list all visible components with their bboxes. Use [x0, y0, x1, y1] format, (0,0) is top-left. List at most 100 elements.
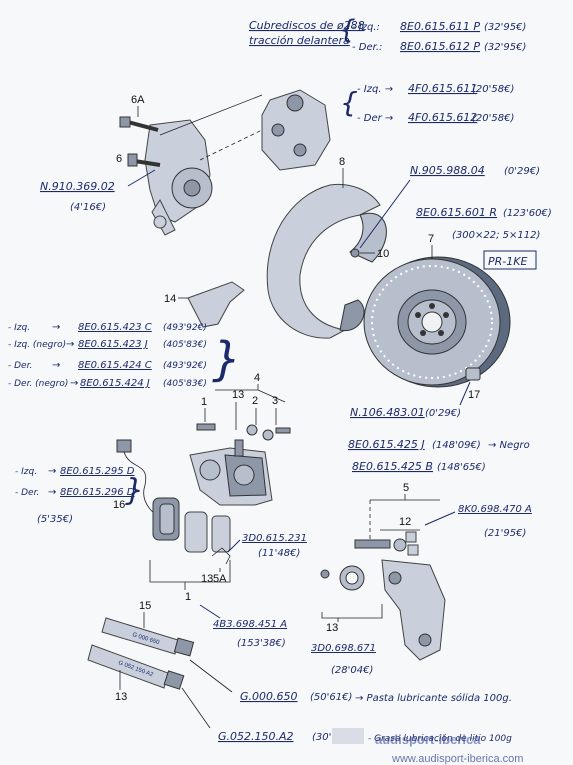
pad-price-3: (493'92€): [163, 361, 207, 371]
bracket-price: (28'04€): [331, 665, 373, 676]
sensor-price: (5'35€): [37, 514, 73, 525]
callout-13b: 13: [326, 622, 338, 634]
screw-price: (0'29€): [504, 166, 540, 177]
callout-12: 12: [399, 516, 411, 528]
pad-ref-1: 8E0.615.423 C: [78, 322, 152, 333]
pad-ref-2: 8E0.615.423 J: [78, 339, 148, 350]
cover-left-ref: 8E0.615.611 P: [400, 20, 480, 33]
brake-pads: [152, 497, 231, 553]
caliper-price-1: (148'09€): [432, 440, 481, 451]
callout-6a: 6A: [131, 94, 145, 106]
cover-left-label: - Izq.:: [352, 22, 380, 33]
arrow: →: [52, 360, 60, 371]
grease-tube-16: G 052 150 A2: [87, 644, 185, 690]
carrier-right-label: - Der →: [357, 113, 393, 124]
caliper-ref-2: 8E0.615.425 B: [352, 460, 433, 473]
callout-9: 16: [113, 499, 125, 511]
arrow: →: [52, 322, 60, 333]
disc-cover-title: Cubrediscos de ø288: [249, 19, 365, 32]
callout-8: 8: [339, 156, 345, 168]
callout-1b: 13: [201, 573, 213, 585]
cover-right-price: (32'95€): [484, 42, 526, 53]
pad-ref-4: 8E0.615.424 J: [80, 378, 150, 389]
caliper-carrier: [261, 89, 331, 171]
sensor-label-left: - Izq.: [15, 467, 37, 477]
bolt-price: (4'16€): [70, 202, 106, 213]
guide-pin-kit: [354, 531, 419, 556]
watermark-url: www.audisport-iberica.com: [391, 753, 523, 765]
disc-price: (123'60€): [503, 208, 552, 219]
callout-14: 14: [164, 293, 176, 305]
cap-price: (0'29€): [425, 408, 461, 419]
disc-ref: 8E0.615.601 R: [416, 206, 497, 219]
grease-price: (30': [312, 732, 331, 743]
callout-6: 6: [116, 153, 122, 165]
caliper-price-2: (148'65€): [437, 462, 486, 473]
disc-cover-note: Cubrediscos de ø288 tracción delantera {…: [249, 15, 526, 53]
callout-5a: 5A: [213, 573, 227, 585]
callout-3: 3: [272, 395, 278, 407]
callout-13: 13: [232, 389, 244, 401]
wear-sensor-9: [116, 439, 157, 516]
screw-10: [350, 248, 360, 258]
sensor-ref-right: 8E0.615.296 D: [60, 487, 135, 498]
pad-ref-label-1: - Izq.: [8, 323, 30, 333]
carrier-left-label: - Izq. →: [357, 84, 393, 95]
paste-note: → Pasta lubricante sólida 100g.: [355, 692, 512, 704]
small-parts-2-3: [246, 424, 291, 441]
sensor-ref-left: 8E0.615.295 D: [60, 466, 135, 477]
pr-code: PR-1KE: [488, 255, 527, 268]
brace: {: [339, 15, 356, 45]
disc-spec: (300×22; 5×112): [452, 230, 540, 241]
paste-ref: G.000.650: [240, 690, 298, 703]
brace-right: }: [212, 332, 241, 386]
callout-10: 10: [377, 248, 389, 260]
pad-ref-label-4: - Der. (negro): [8, 379, 68, 389]
bolt-6: [127, 153, 161, 167]
blur-patch: [332, 728, 364, 744]
callout-5: 5: [403, 482, 409, 494]
pad-ref-label-2: - Izq. (negro): [8, 340, 66, 350]
paste-tube-15: G 000 650: [101, 617, 195, 657]
caliper-refs: 8E0.615.425 J (148'09€) → Negro 8E0.615.…: [348, 438, 530, 473]
guide-pin-1: [196, 423, 216, 431]
guide-price: (21'95€): [484, 528, 526, 539]
cover-left-price: (32'95€): [484, 22, 526, 33]
caliper-bracket: [381, 559, 446, 661]
pad-set-ref: 4B3.698.451 A: [213, 619, 287, 630]
carrier-right-ref: 4F0.615.612: [408, 111, 477, 124]
watermark-brand: audisport-iberica: [375, 732, 481, 747]
cover-right-ref: 8E0.615.612 P: [400, 40, 480, 53]
brake-disc: [363, 256, 511, 388]
callout-4: 4: [254, 372, 260, 384]
carrier-left-price: (20'58€): [472, 84, 514, 95]
pad-set-price: (153'38€): [237, 638, 286, 649]
sensor-label-right: - Der.: [15, 488, 39, 498]
paste-price: (50'61€): [310, 692, 352, 703]
arrow: →: [48, 487, 56, 498]
pad-plate-14: [187, 281, 245, 328]
caliper-ref-1: 8E0.615.425 J: [348, 438, 425, 451]
pad-ref-label-3: - Der.: [8, 361, 32, 371]
callout-11: 1: [185, 591, 191, 603]
callout-16: 13: [115, 691, 127, 703]
bracket-ref: 3D0.698.671: [311, 643, 376, 654]
wheel-hub-knuckle: [144, 119, 213, 236]
pad-ref-3: 8E0.615.424 C: [78, 360, 152, 371]
cap-17: [465, 367, 481, 381]
carrier-note: { - Izq. → 4F0.615.611 (20'58€) - Der → …: [340, 82, 514, 124]
arrow: →: [70, 378, 78, 389]
callout-17: 17: [468, 389, 480, 401]
arrow: →: [48, 466, 56, 477]
carrier-right-price: (20'58€): [472, 113, 514, 124]
spring-ref: 3D0.615.231: [242, 533, 307, 544]
callout-7: 7: [428, 233, 434, 245]
callout-15: 15: [139, 600, 151, 612]
brace-right: }: [125, 473, 144, 508]
brace: {: [340, 86, 358, 119]
cover-right-label: - Der.:: [352, 42, 382, 53]
arrow: →: [66, 339, 74, 350]
spring-price: (11'48€): [258, 548, 300, 559]
grease-note: - Grasa lubricación de litio 100g: [368, 733, 512, 744]
